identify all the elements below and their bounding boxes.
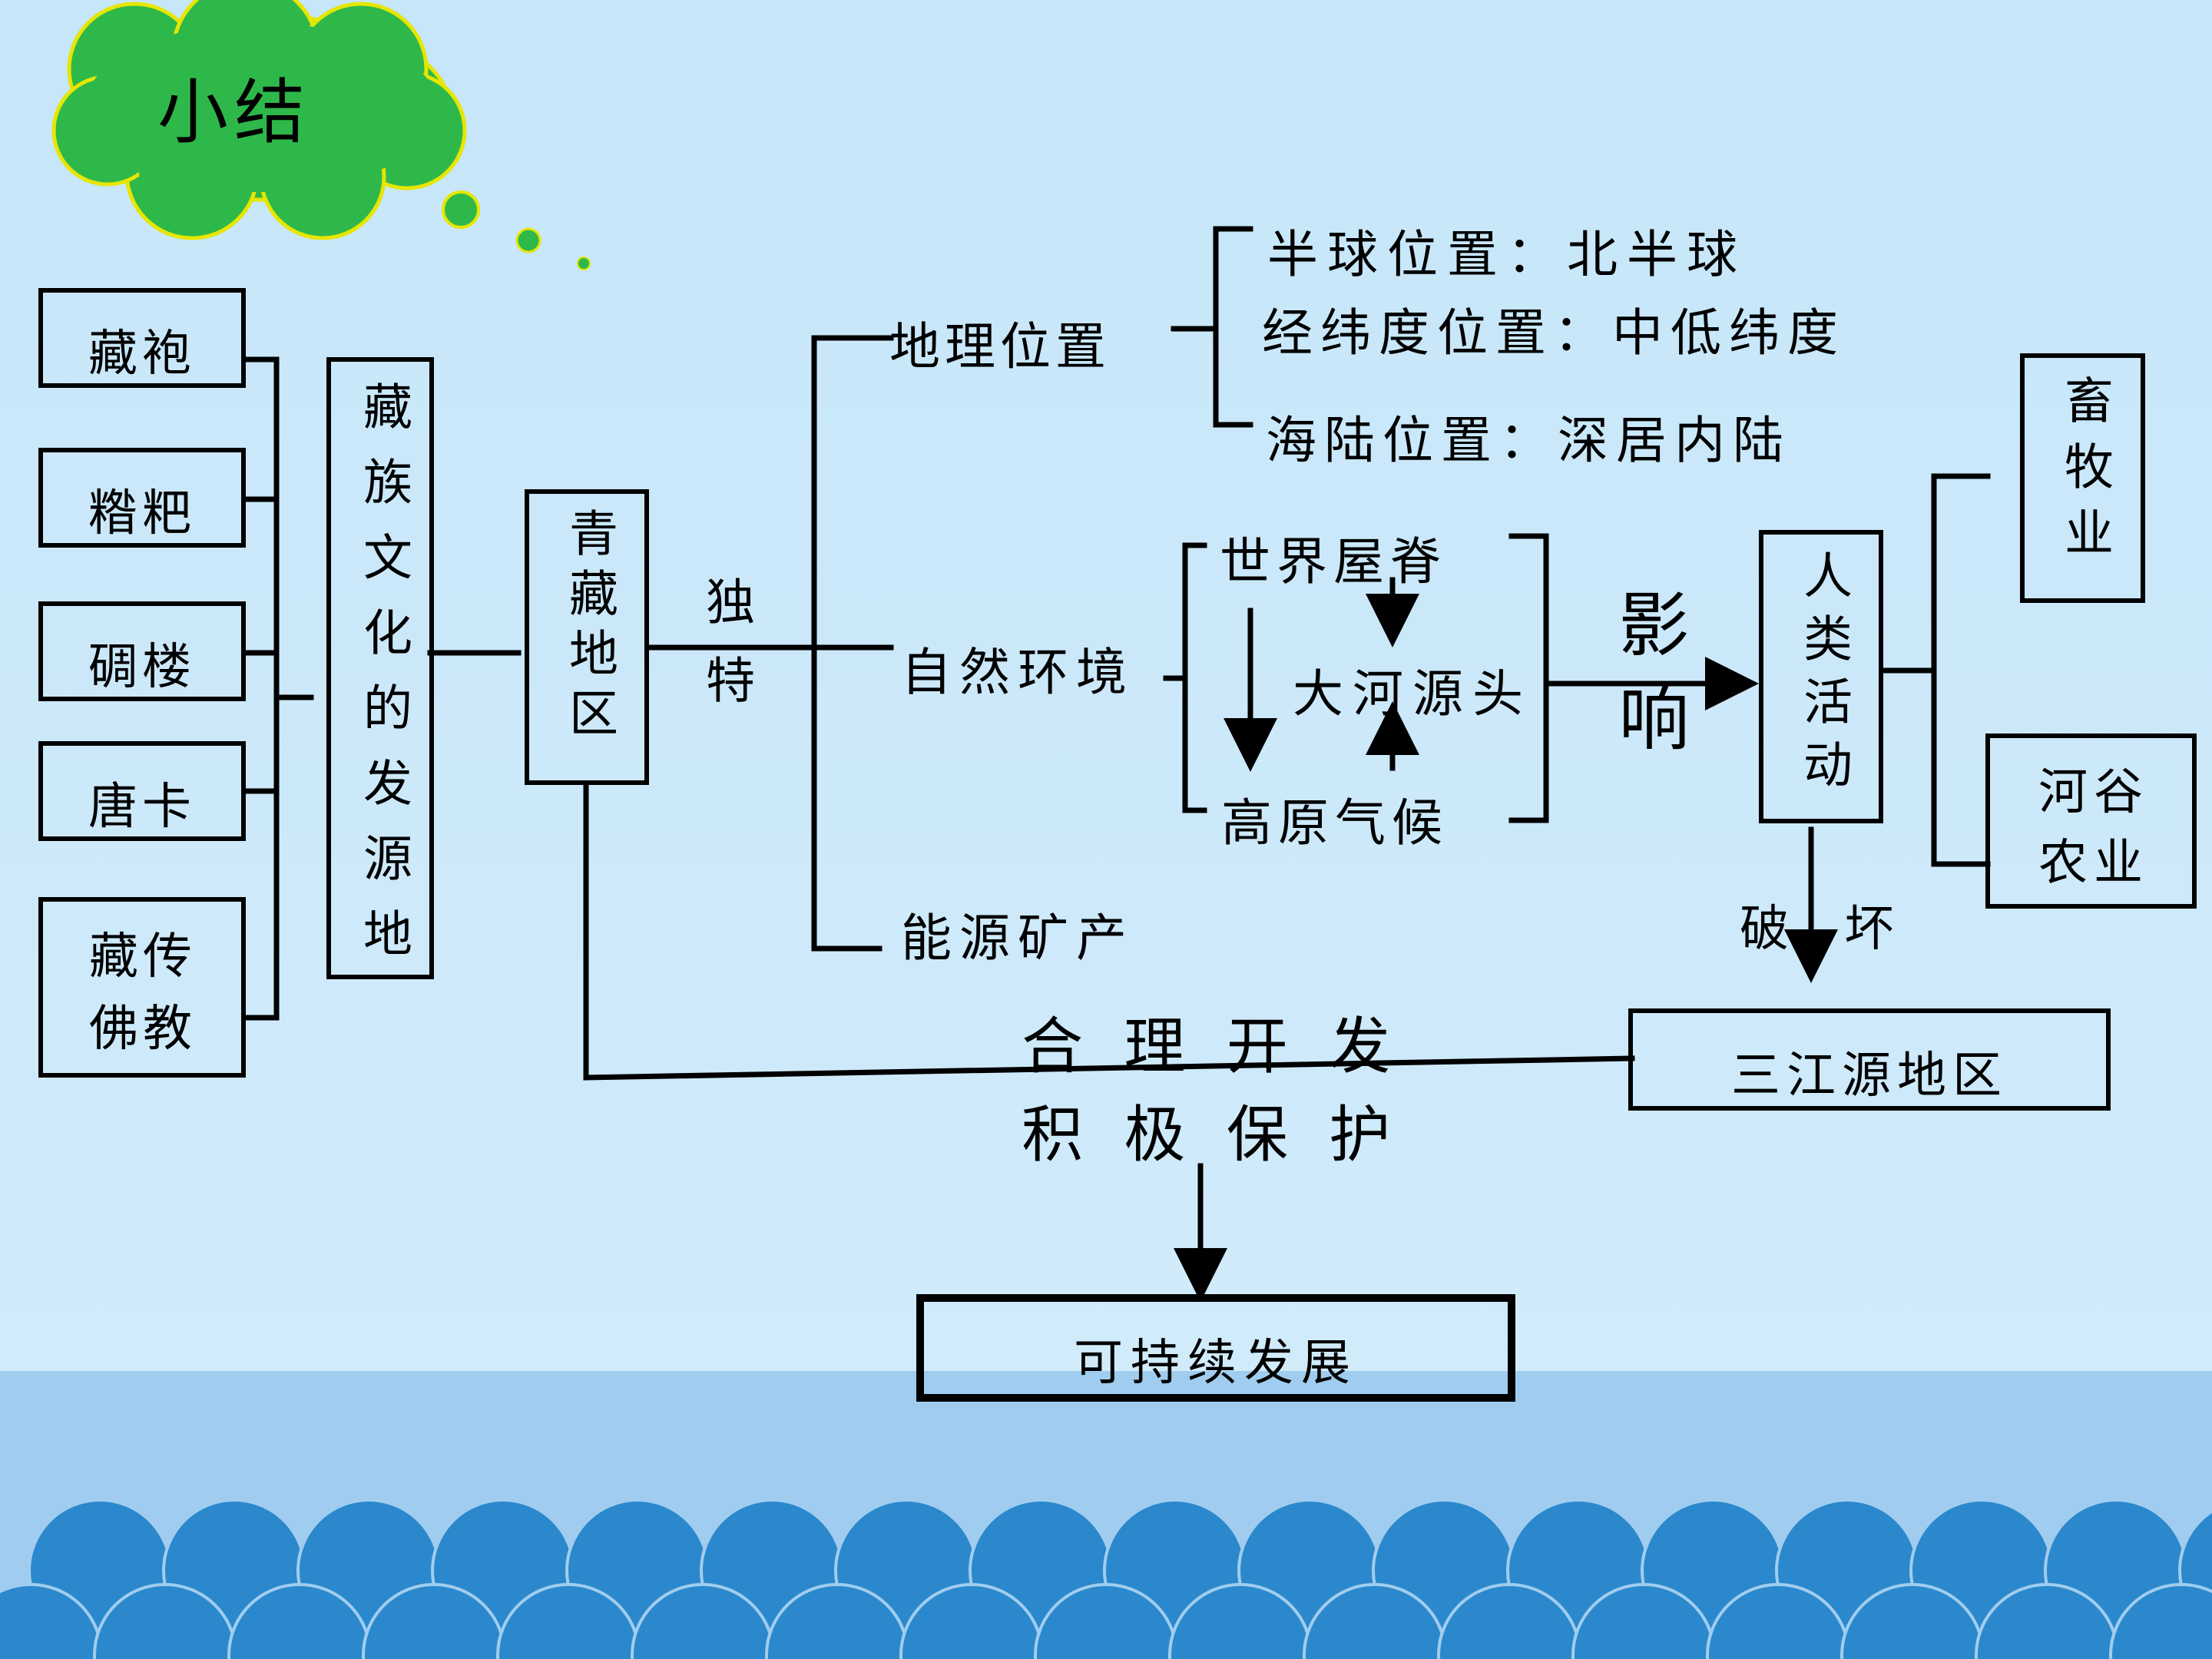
origin-box: 藏族文化的发源地 — [326, 357, 434, 983]
culture-item-label: 藏袍 — [88, 326, 196, 382]
influence-label: 影响 — [1607, 588, 1689, 775]
wave-scallop — [2109, 1583, 2212, 1659]
sanjiangyuan-box: 三江源地区 — [1628, 1008, 2111, 1111]
left-bracket — [241, 356, 280, 1021]
human-activity-box: 人类活动 — [1759, 530, 1883, 823]
human-activity-label: 人类活动 — [1795, 550, 1852, 802]
activity-farming-label: 河谷农业 — [2038, 764, 2149, 892]
goal-label: 可持续发展 — [1074, 1335, 1358, 1392]
trunk-bracket — [811, 335, 894, 952]
policy-line — [583, 784, 1635, 1081]
activity-bracket — [1931, 473, 1991, 867]
culture-item-label: 藏传佛教 — [89, 929, 197, 1058]
location-latitude: 经纬度位置：中低纬度 — [1262, 303, 1846, 363]
waves-front-row — [0, 1583, 2212, 1659]
unique-label: 独特 — [697, 576, 754, 733]
sanjiangyuan-label: 三江源地区 — [1731, 1048, 2008, 1104]
culture-item-label: 唐卡 — [88, 779, 196, 836]
culture-item-buddhism: 藏传佛教 — [38, 897, 246, 1078]
natural-right-bracket — [1508, 533, 1549, 823]
culture-item-tsampa: 糌粑 — [38, 448, 246, 548]
goal-box: 可持续发展 — [916, 1294, 1515, 1402]
activity-husbandry-label: 畜牧业 — [2056, 375, 2113, 573]
natural-left-bracket — [1182, 542, 1207, 813]
policy-protect: 积 极 保 护 — [1022, 1099, 1402, 1171]
slide-title: 小结 — [157, 71, 312, 154]
culture-item-robe: 藏袍 — [38, 288, 246, 388]
activity-husbandry-box: 畜牧业 — [2020, 353, 2145, 603]
branch-energy: 能源矿产 — [901, 909, 1134, 968]
region-box: 青藏地区 — [525, 489, 649, 785]
damage-label: 破 坏 — [1740, 901, 1914, 958]
location-bracket — [1213, 226, 1253, 428]
culture-item-label: 碉楼 — [88, 639, 196, 696]
location-hemisphere: 半球位置：北半球 — [1267, 225, 1747, 284]
policy-develop: 合 理 开 发 — [1022, 1011, 1402, 1082]
culture-item-thangka: 唐卡 — [38, 741, 246, 841]
activity-farming-box: 河谷农业 — [1985, 733, 2197, 909]
natural-river: 大河源头 — [1293, 664, 1532, 724]
natural-roof: 世界屋脊 — [1220, 532, 1447, 591]
region-box-label: 青藏地区 — [561, 508, 618, 747]
location-sea-land: 海陆位置：深居内陆 — [1266, 411, 1791, 470]
natural-climate: 高原气候 — [1221, 793, 1449, 853]
origin-box-label: 藏族文化的发源地 — [355, 381, 412, 983]
culture-item-watchtower: 碉楼 — [38, 601, 246, 701]
culture-item-label: 糌粑 — [88, 485, 196, 542]
branch-natural: 自然环境 — [901, 643, 1134, 702]
branch-location: 地理位置 — [889, 317, 1111, 376]
